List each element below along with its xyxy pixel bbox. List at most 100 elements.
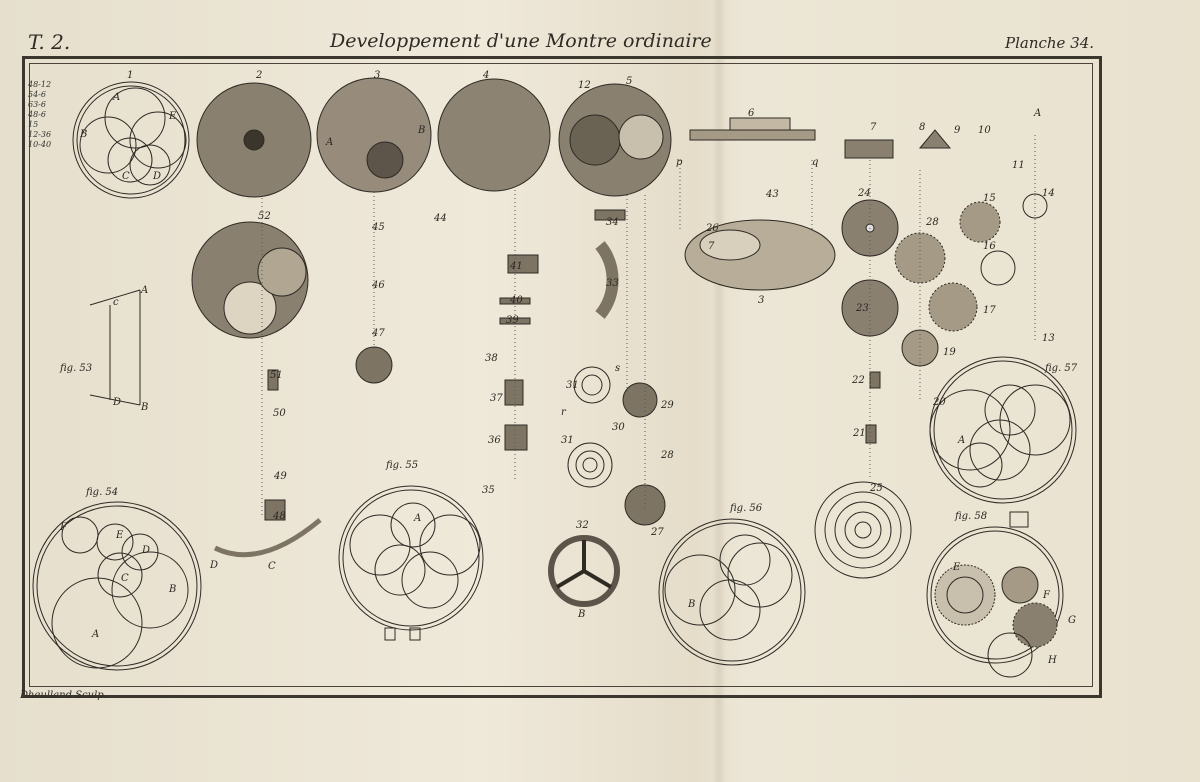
part-label: E (168, 111, 177, 122)
plate-52 (191, 221, 309, 339)
part-label: B (79, 129, 87, 140)
figure-caption: fig. 53 (59, 363, 92, 374)
part-label: 39 (506, 315, 519, 326)
small-parts (264, 209, 881, 526)
part-label: B (417, 125, 425, 136)
part-label: 52 (258, 211, 271, 222)
gear-count-legend: 48-12 54-6 63-6 48-6 15 12-36 10-40 (28, 80, 51, 150)
part-label: p (676, 157, 683, 168)
part-label: 44 (433, 213, 447, 224)
figure-caption: fig. 55 (385, 460, 418, 471)
fig-57-wheel-layout (929, 356, 1077, 504)
part-label: 14 (1042, 188, 1055, 199)
part-label: 7 (870, 122, 877, 133)
part-label: 2 (255, 70, 262, 81)
part-label: 16 (983, 241, 996, 252)
fig-58-movement (926, 511, 1064, 678)
fig-48-arc (213, 518, 322, 558)
part-label: 11 (1012, 160, 1025, 171)
hairsprings (567, 366, 912, 579)
part-label: 3 (758, 295, 764, 306)
assembly-guide-lines (261, 135, 1036, 515)
plate-3 (316, 77, 432, 193)
part-label: D (209, 560, 218, 571)
plate-2 (196, 82, 312, 198)
fig-54-wheel-layout (32, 501, 202, 671)
part-label: E (952, 562, 961, 573)
plate-title: Developpement d'une Montre ordinaire (330, 30, 712, 52)
part-label: D (152, 171, 161, 182)
part-label: 33 (606, 278, 619, 289)
fig-1-wheel-layout (72, 81, 190, 199)
part-label: B (577, 609, 585, 620)
fig-26-movement (684, 219, 836, 291)
part-label: 22 (851, 375, 865, 386)
part-label: C (122, 171, 130, 182)
part-label: H (1047, 655, 1057, 666)
part-label: 35 (482, 485, 495, 496)
part-label: 20 (932, 397, 946, 408)
part-label: 23 (855, 303, 869, 314)
part-label: D (141, 545, 150, 556)
part-label: F (59, 522, 68, 533)
part-label: 28 (660, 450, 674, 461)
part-label: 15 (983, 193, 996, 204)
part-label: r (561, 407, 567, 418)
fig-56-wheel-layout (658, 518, 806, 666)
part-label: F (1042, 590, 1051, 601)
part-label: 8 (919, 122, 925, 133)
page-fold (712, 0, 726, 782)
part-label: 5 (626, 76, 632, 87)
part-label: 9 (954, 125, 961, 136)
engraver-signature: Dheulland Sculp. (20, 690, 107, 701)
fig-53-diagram (89, 289, 141, 406)
part-label: B (687, 599, 695, 610)
part-label: 1 (127, 70, 133, 81)
part-label: 36 (488, 435, 501, 446)
fig-55-wheel-layout (338, 485, 484, 641)
part-label: E (115, 530, 124, 541)
part-label: 24 (857, 188, 871, 199)
part-label: 45 (371, 222, 385, 233)
part-label: 37 (490, 393, 503, 404)
figure-caption: fig. 57 (1044, 363, 1078, 374)
fig-6-movement-side (689, 117, 816, 141)
plate-4 (437, 78, 551, 192)
part-label: 25 (869, 483, 883, 494)
part-label: 51 (270, 370, 283, 381)
part-label: 19 (943, 347, 956, 358)
part-label: A (91, 629, 99, 640)
legend-line: 48-12 (28, 80, 52, 89)
part-label: 49 (273, 471, 287, 482)
part-label: C (121, 573, 129, 584)
legend-line: 12-36 (28, 130, 52, 139)
part-label: 34 (606, 217, 619, 228)
part-label: A (957, 435, 965, 446)
part-label: A (413, 513, 421, 524)
part-label: 10 (978, 125, 991, 136)
part-label: 48 (272, 511, 286, 522)
legend-line: 63-6 (28, 100, 46, 109)
balance-parts (841, 129, 1048, 367)
part-label: 17 (983, 305, 996, 316)
part-label: 31 (566, 380, 579, 391)
part-label: 7 (708, 241, 715, 252)
part-label: 50 (273, 408, 286, 419)
part-label: 28 (925, 217, 939, 228)
tome-number: T. 2. (28, 30, 71, 54)
part-label: 30 (612, 422, 625, 433)
plate-5 (558, 83, 672, 197)
figure-caption: fig. 54 (85, 487, 118, 498)
fig-33-arc (595, 241, 619, 319)
plate-border-inner (29, 63, 1093, 687)
part-label: 41 (509, 261, 523, 272)
part-label: G (1068, 615, 1076, 626)
part-label: q (812, 157, 818, 168)
part-label: c (113, 297, 119, 308)
part-label: 27 (650, 527, 664, 538)
part-label: 4 (482, 70, 489, 81)
legend-line: 54-6 (28, 90, 46, 99)
part-label: A (140, 285, 148, 296)
legend-line: 15 (28, 120, 39, 129)
